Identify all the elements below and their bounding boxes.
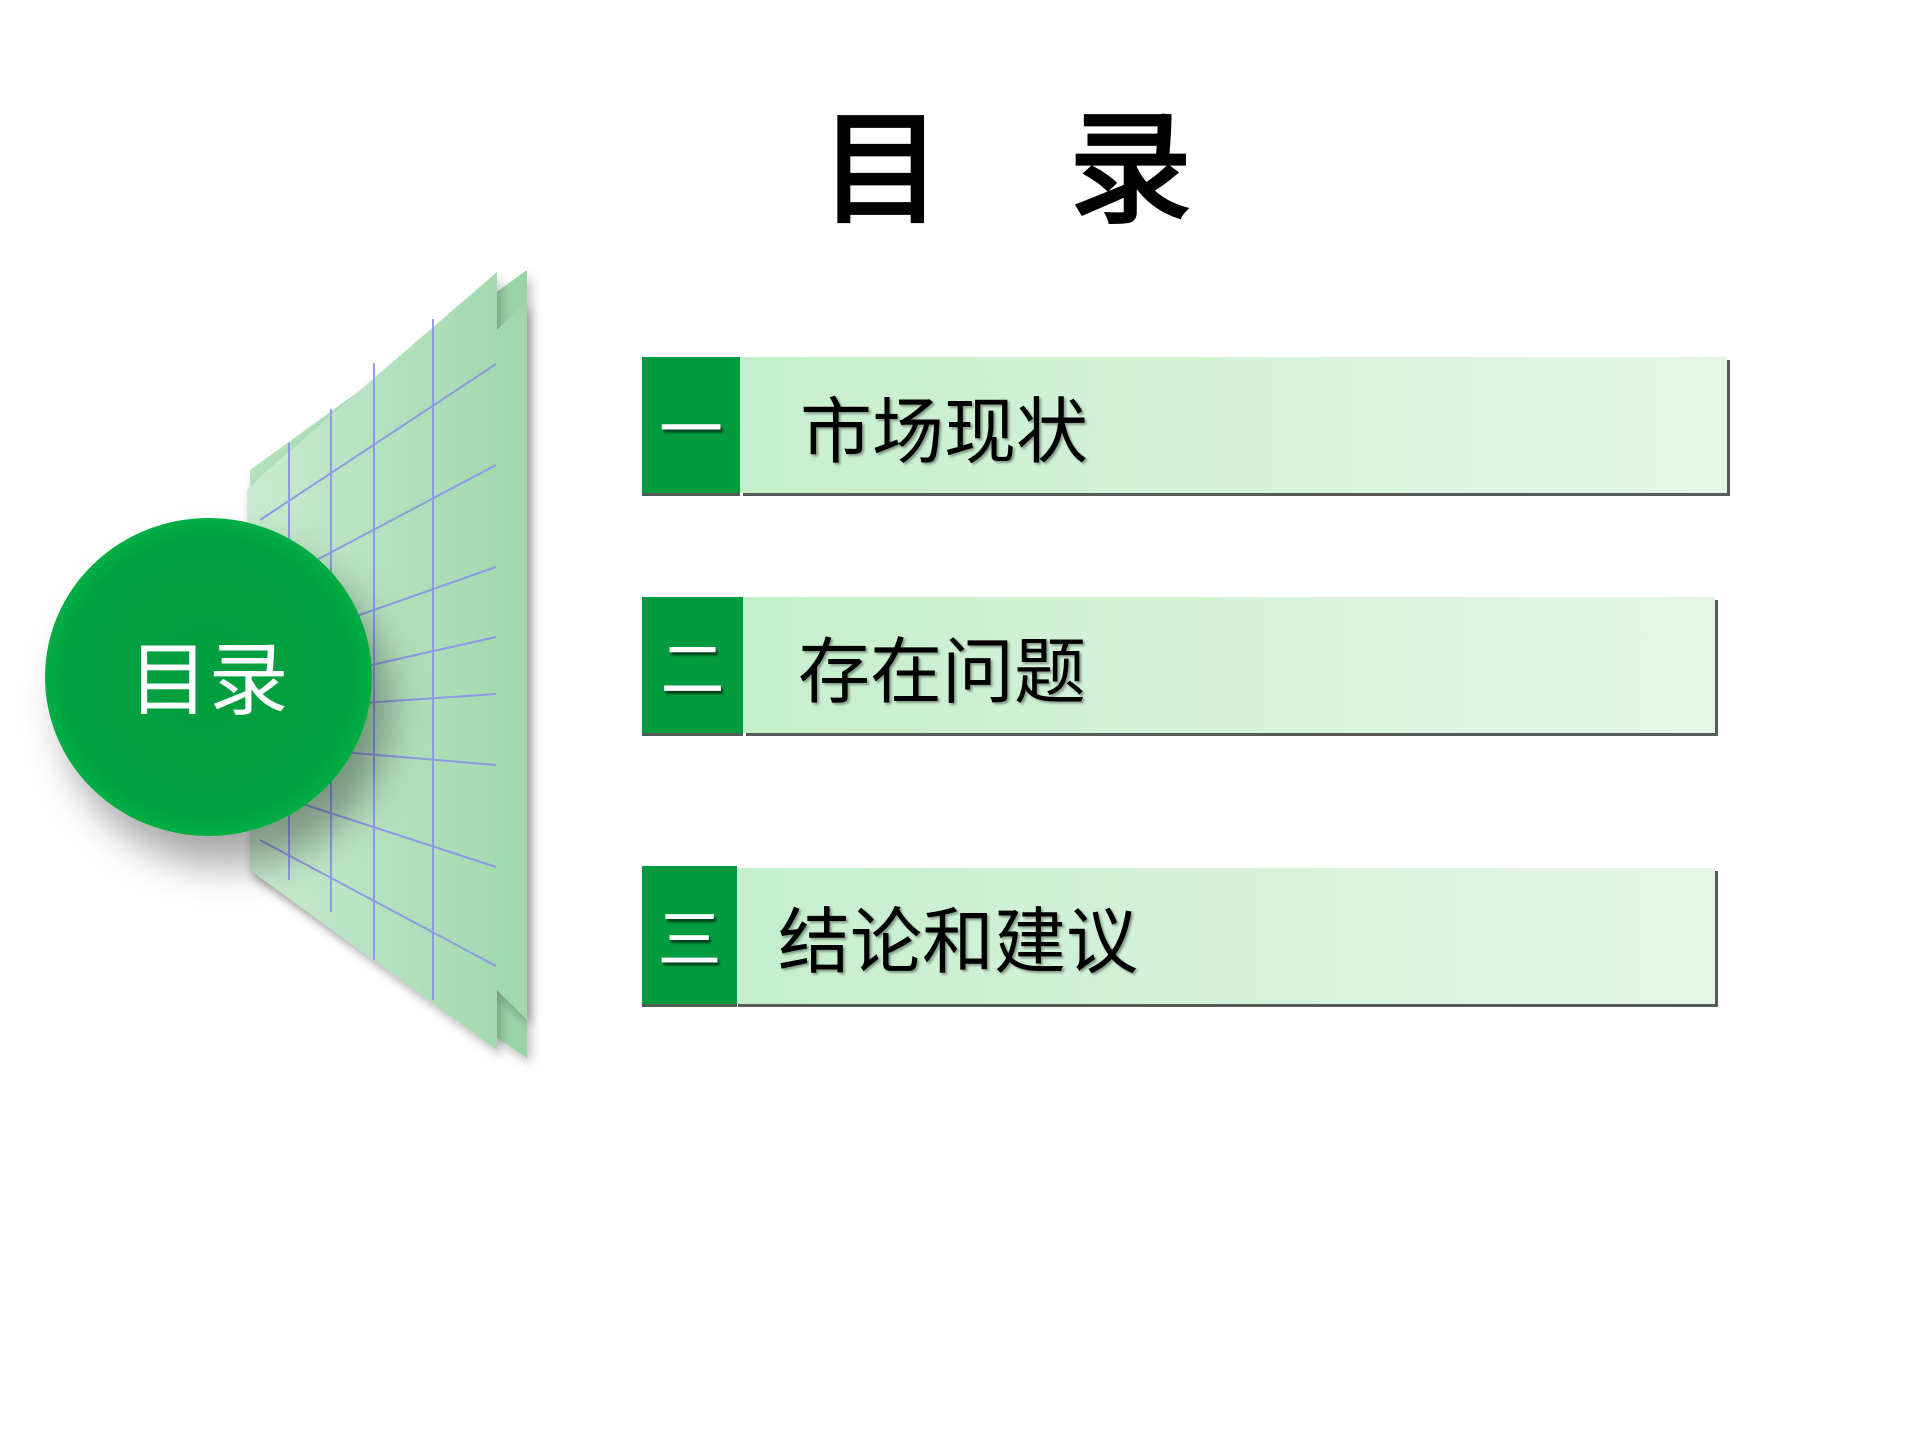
toc-badge-circle: 目录 [45,518,372,836]
toc-item-label: 存在问题 [798,629,1087,714]
toc-item-1[interactable]: 一 市场现状 [642,357,1727,493]
toc-item-2[interactable]: 二 存在问题 [642,597,1715,733]
toc-item-bar [743,597,1715,733]
toc-item-3[interactable]: 三 结论和建议 [642,866,1715,1004]
badge-label: 目录 [128,634,289,727]
page-title: 目 录 [820,99,1192,241]
perspective-grid-panel [247,270,527,1058]
toc-item-number: 一 [642,357,740,493]
toc-item-label: 结论和建议 [778,899,1139,984]
toc-item-bar [740,357,1727,493]
toc-item-label: 市场现状 [800,389,1089,474]
toc-item-number: 二 [642,597,743,733]
toc-item-bar [735,868,1715,1004]
toc-item-number: 三 [642,866,737,1004]
